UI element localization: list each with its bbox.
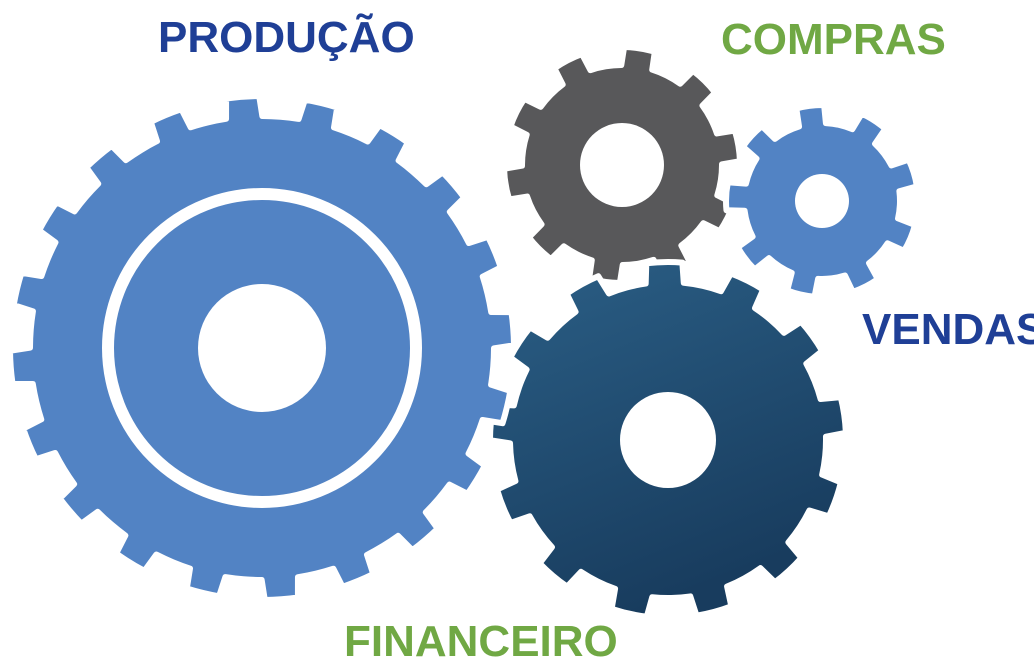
financeiro-gear bbox=[486, 259, 849, 620]
vendas-label: VENDAS bbox=[862, 305, 1034, 354]
producao-gear-inner-ring bbox=[102, 188, 422, 508]
financeiro-gear-hole bbox=[620, 392, 716, 488]
compras-gear-hole bbox=[580, 123, 664, 207]
vendas-gear bbox=[723, 102, 920, 300]
producao-gear-hole bbox=[198, 284, 326, 412]
compras-gear bbox=[501, 44, 743, 286]
producao-gear bbox=[7, 93, 517, 603]
vendas-gear-hole bbox=[795, 174, 849, 228]
financeiro-label: FINANCEIRO bbox=[344, 617, 618, 666]
producao-label: PRODUÇÃO bbox=[158, 13, 415, 62]
compras-label: COMPRAS bbox=[721, 15, 946, 64]
